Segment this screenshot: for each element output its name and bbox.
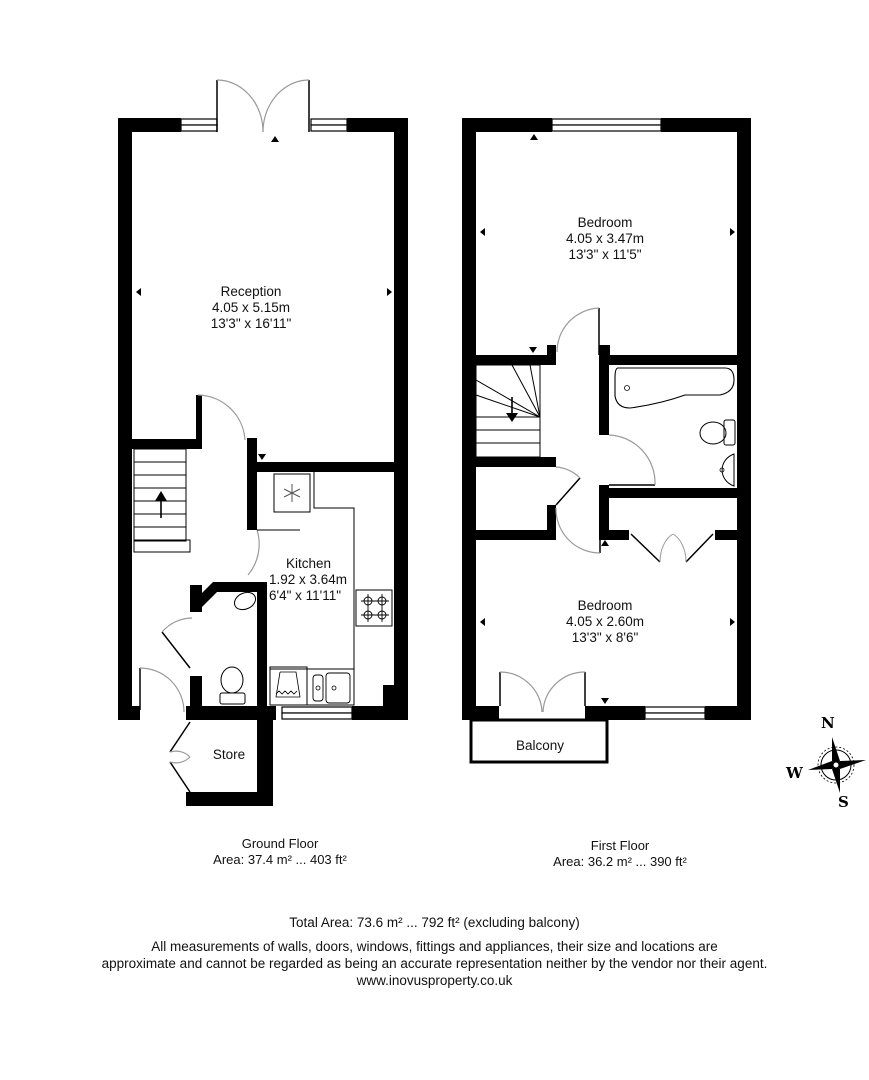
kitchen-sink-icon bbox=[312, 674, 324, 702]
floor-area: Area: 37.4 m² ... 403 ft² bbox=[213, 852, 347, 867]
room-label-store: Store bbox=[200, 747, 258, 763]
stairs-up-arrow-icon bbox=[155, 491, 167, 501]
bathroom-toilet-icon bbox=[699, 421, 727, 445]
room-metric: 4.05 x 2.60m bbox=[565, 614, 645, 629]
room-imperial: 13'3" x 16'11" bbox=[210, 316, 292, 331]
disclaimer-line-1: All measurements of walls, doors, window… bbox=[151, 939, 718, 954]
compass-south-label: S bbox=[838, 793, 849, 811]
room-name: Bedroom bbox=[577, 598, 633, 613]
room-imperial: 13'3" x 8'6" bbox=[571, 630, 639, 645]
compass-rose-icon bbox=[808, 737, 866, 793]
hob-icon bbox=[355, 589, 393, 627]
disclaimer: All measurements of walls, doors, window… bbox=[0, 938, 869, 989]
stairs-down-arrow-icon bbox=[506, 413, 518, 422]
first-floor-caption: First Floor Area: 36.2 m² ... 390 ft² bbox=[500, 838, 740, 870]
ground-floor-caption: Ground Floor Area: 37.4 m² ... 403 ft² bbox=[160, 836, 400, 868]
wc-toilet-icon bbox=[220, 666, 244, 694]
room-label-balcony: Balcony bbox=[490, 738, 590, 754]
room-name: Reception bbox=[220, 284, 282, 299]
room-metric: 4.05 x 5.15m bbox=[211, 300, 291, 315]
bath-icon bbox=[614, 367, 735, 409]
website-link[interactable]: www.inovusproperty.co.uk bbox=[356, 973, 513, 988]
room-metric: 1.92 x 3.64m bbox=[269, 572, 348, 587]
total-area-text: Total Area: 73.6 m² ... 792 ft² (excludi… bbox=[289, 915, 580, 930]
room-name: Bedroom bbox=[577, 215, 633, 230]
room-label-kitchen: Kitchen 1.92 x 3.64m 6'4" x 11'11" bbox=[253, 556, 373, 604]
first-floor-plan bbox=[462, 118, 751, 764]
room-imperial: 13'3" x 11'5" bbox=[568, 247, 642, 262]
room-name: Balcony bbox=[515, 738, 565, 753]
room-imperial: 6'4" x 11'11" bbox=[269, 588, 342, 603]
floor-title: Ground Floor bbox=[241, 836, 319, 851]
wc-basin-icon bbox=[233, 591, 257, 611]
room-name: Kitchen bbox=[286, 556, 332, 571]
compass-west-label: W bbox=[786, 764, 803, 782]
room-label-bedroom-1: Bedroom 4.05 x 3.47m 13'3" x 11'5" bbox=[535, 215, 675, 263]
floor-area: Area: 36.2 m² ... 390 ft² bbox=[553, 854, 687, 869]
compass-north-label: N bbox=[821, 714, 835, 732]
freezer-snowflake-icon bbox=[283, 484, 301, 502]
washing-machine-icon bbox=[269, 666, 308, 706]
floor-title: First Floor bbox=[590, 838, 650, 853]
ground-floor-plan bbox=[118, 79, 408, 806]
room-label-reception: Reception 4.05 x 5.15m 13'3" x 16'11" bbox=[186, 284, 316, 332]
room-name: Store bbox=[212, 747, 246, 762]
room-metric: 4.05 x 3.47m bbox=[565, 231, 645, 246]
room-label-bedroom-2: Bedroom 4.05 x 2.60m 13'3" x 8'6" bbox=[535, 598, 675, 646]
total-area: Total Area: 73.6 m² ... 792 ft² (excludi… bbox=[0, 914, 869, 931]
disclaimer-line-2: approximate and cannot be regarded as be… bbox=[101, 956, 768, 971]
